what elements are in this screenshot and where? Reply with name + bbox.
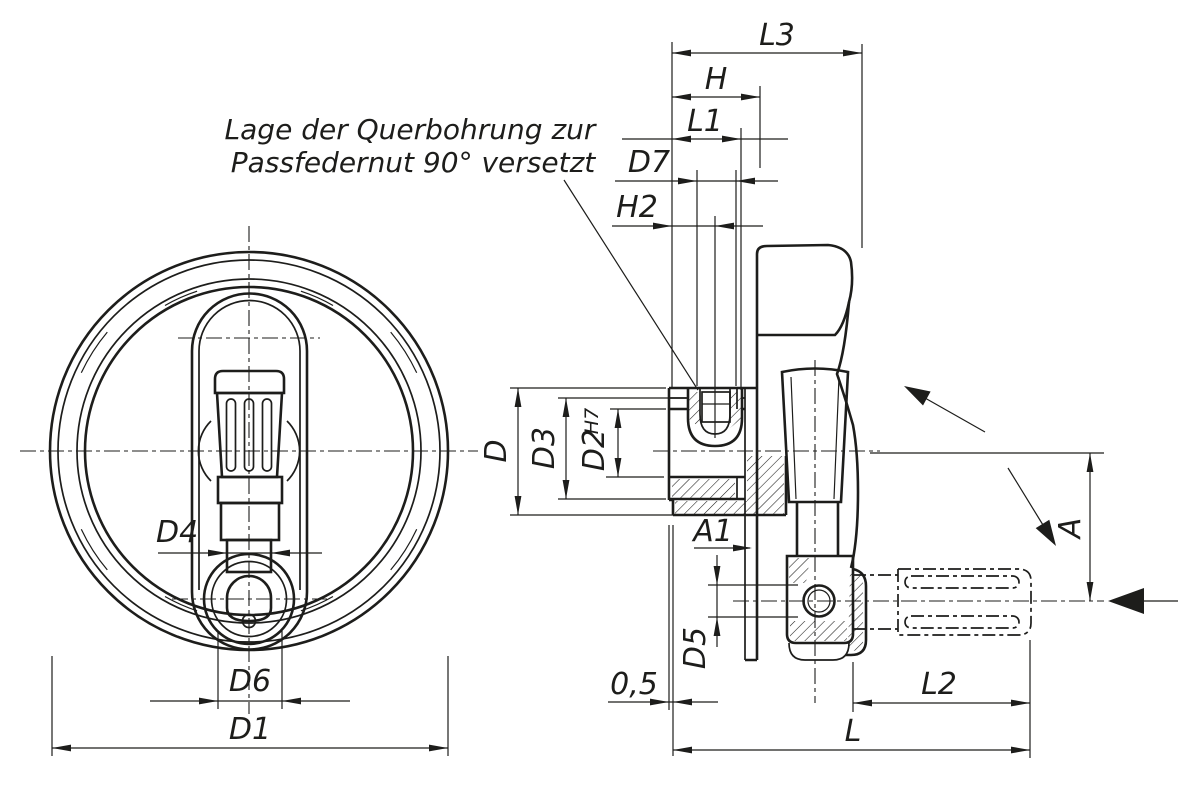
- front-centerlines: [20, 226, 478, 714]
- rim-bottom-section: [846, 567, 868, 657]
- dim-label-h: H: [705, 62, 728, 97]
- pivot-boss-section: [785, 554, 855, 645]
- note-line-2: Passfedernut 90° versetzt: [231, 146, 597, 179]
- rim-highlight-arcs: [80, 290, 418, 612]
- rim-profile-curve: [835, 301, 860, 569]
- dim-label-d2-tolerance: H7: [581, 408, 603, 434]
- folded-grip-slot-top: [904, 575, 1020, 589]
- grip-end-cap: [216, 475, 284, 505]
- dim-label-l2: L2: [921, 667, 957, 702]
- folded-grip-outline: [853, 568, 1032, 636]
- pivot-dome: [225, 574, 273, 623]
- dim-label-l1: L1: [687, 104, 723, 139]
- disc-face: [745, 335, 759, 662]
- dimension-lines: [52, 52, 1178, 751]
- dim-label-offset: 0,5: [610, 667, 658, 702]
- front-view: [20, 226, 478, 714]
- dim-label-h2: H2: [616, 190, 658, 225]
- dim-label-d7: D7: [628, 145, 670, 180]
- note-line-1: Lage der Querbohrung zur: [225, 113, 597, 146]
- rim-top-section: [755, 243, 854, 337]
- dim-label-a: A: [1053, 518, 1088, 541]
- side-centerlines: [653, 360, 1104, 703]
- dim-label-a1: A1: [691, 514, 733, 549]
- hub-outline: [667, 386, 788, 517]
- dim-label-d2: D2: [577, 429, 612, 471]
- dim-label-l: L: [845, 714, 862, 749]
- folded-grip-phantom: [853, 568, 1032, 636]
- dim-label-d4: D4: [156, 515, 198, 550]
- grip-side-inner: [790, 376, 840, 500]
- dim-label-d: D: [479, 439, 514, 462]
- grip-rib-left: [225, 398, 237, 472]
- hatch-sections: [672, 392, 863, 652]
- grip-recess-outer: [190, 292, 309, 651]
- keyway-pocket-outer: [686, 388, 744, 448]
- grip-side-outline: [780, 367, 850, 504]
- grip-mid-section: [219, 501, 281, 542]
- folded-grip-slot-bottom: [904, 615, 1020, 629]
- grip-top-cap: [213, 369, 286, 395]
- hub-edges: [669, 388, 746, 660]
- dim-label-l3: L3: [759, 18, 795, 53]
- extension-lines: [51, 42, 1104, 758]
- grip-side-neck: [795, 502, 840, 556]
- dim-label-d1: D1: [229, 712, 271, 747]
- pivot-boss-cap: [788, 642, 850, 661]
- grip-rib-right: [261, 398, 273, 472]
- dimensions: L3 H L1 D7 H2 D D3 D2 H7 D4 D6 D1 0,5 A1…: [51, 18, 1178, 758]
- dim-label-d3: D3: [527, 427, 562, 469]
- keyway-key: [701, 391, 731, 423]
- dim-label-d5: D5: [678, 627, 713, 669]
- leader-lines: [563, 179, 1044, 526]
- dim-label-d6: D6: [229, 664, 271, 699]
- side-view: [653, 243, 1104, 703]
- grip-recess-inner: [198, 299, 301, 590]
